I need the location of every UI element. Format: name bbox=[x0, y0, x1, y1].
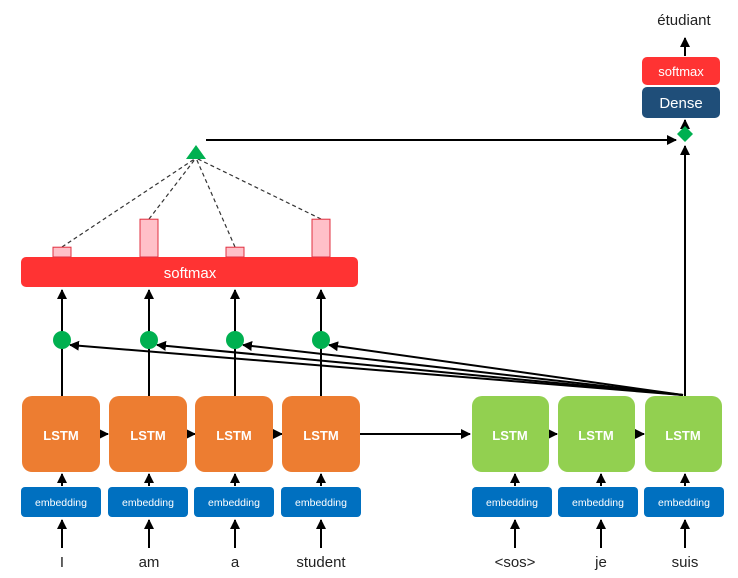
concat-diamond bbox=[677, 126, 693, 142]
embedding-label: embedding bbox=[122, 497, 174, 509]
encoder-lstm-label: LSTM bbox=[216, 428, 251, 443]
score-nodes bbox=[53, 331, 330, 349]
attention-dashed-lines bbox=[61, 157, 322, 248]
dense-label: Dense bbox=[659, 95, 702, 112]
encoder-lstm-box bbox=[195, 396, 273, 472]
encoder-lstm-box bbox=[22, 396, 100, 472]
attention-weight-bar bbox=[311, 218, 331, 258]
embedding-label: embedding bbox=[208, 497, 260, 509]
output-head: softmax Dense étudiant bbox=[642, 12, 720, 118]
attention-softmax: softmax bbox=[21, 257, 358, 287]
embedding-label: embedding bbox=[486, 497, 538, 509]
encoder-word: a bbox=[231, 554, 240, 571]
score-node bbox=[140, 331, 158, 349]
decoder-word: suis bbox=[672, 554, 699, 571]
attention-softmax-box bbox=[21, 257, 358, 287]
encoder-word: I bbox=[60, 554, 64, 571]
decoder-word: je bbox=[594, 554, 607, 571]
embedding-box bbox=[281, 487, 361, 517]
embedding-label: embedding bbox=[295, 497, 347, 509]
encoder-lstm-label: LSTM bbox=[130, 428, 165, 443]
embedding-label: embedding bbox=[658, 497, 710, 509]
decoder-lstm-cells: LSTM LSTM LSTM bbox=[472, 396, 722, 472]
attention-softmax-label: softmax bbox=[164, 265, 217, 282]
embedding-layer: embedding embedding embedding embedding … bbox=[21, 487, 724, 517]
encoder-lstm-label: LSTM bbox=[43, 428, 78, 443]
attention-weight-bars bbox=[52, 218, 331, 258]
score-node bbox=[226, 331, 244, 349]
encoder-word: student bbox=[296, 554, 346, 571]
embedding-box bbox=[558, 487, 638, 517]
encoder-word: am bbox=[139, 554, 160, 571]
predicted-word: étudiant bbox=[657, 12, 711, 29]
encoder-lstm-cells: LSTM LSTM LSTM LSTM bbox=[22, 396, 360, 472]
output-softmax-box bbox=[642, 57, 720, 85]
encoder-connectors bbox=[57, 289, 471, 548]
score-node bbox=[312, 331, 330, 349]
embedding-box bbox=[108, 487, 188, 517]
embedding-label: embedding bbox=[572, 497, 624, 509]
decoder-lstm-label: LSTM bbox=[492, 428, 527, 443]
decoder-word: <sos> bbox=[495, 554, 536, 571]
embedding-box bbox=[21, 487, 101, 517]
embedding-label: embedding bbox=[35, 497, 87, 509]
encoder-lstm-label: LSTM bbox=[303, 428, 338, 443]
context-vector-triangle bbox=[186, 145, 206, 159]
attention-weight-bar bbox=[225, 246, 245, 258]
embedding-box bbox=[194, 487, 274, 517]
attention-weight-bar bbox=[139, 218, 159, 258]
score-node bbox=[53, 331, 71, 349]
encoder-lstm-box bbox=[109, 396, 187, 472]
decoder-lstm-box bbox=[558, 396, 635, 472]
decoder-connectors bbox=[510, 37, 690, 548]
decoder-lstm-label: LSTM bbox=[578, 428, 613, 443]
decoder-state-fanout bbox=[69, 340, 684, 396]
embedding-box bbox=[644, 487, 724, 517]
input-words: I am a student <sos> je suis bbox=[60, 554, 698, 571]
embedding-box bbox=[472, 487, 552, 517]
output-softmax-label: softmax bbox=[658, 64, 704, 79]
attention-weight-bar bbox=[52, 246, 72, 258]
decoder-lstm-label: LSTM bbox=[665, 428, 700, 443]
decoder-lstm-box bbox=[645, 396, 722, 472]
dense-box bbox=[642, 87, 720, 118]
encoder-lstm-box bbox=[282, 396, 360, 472]
decoder-lstm-box bbox=[472, 396, 549, 472]
